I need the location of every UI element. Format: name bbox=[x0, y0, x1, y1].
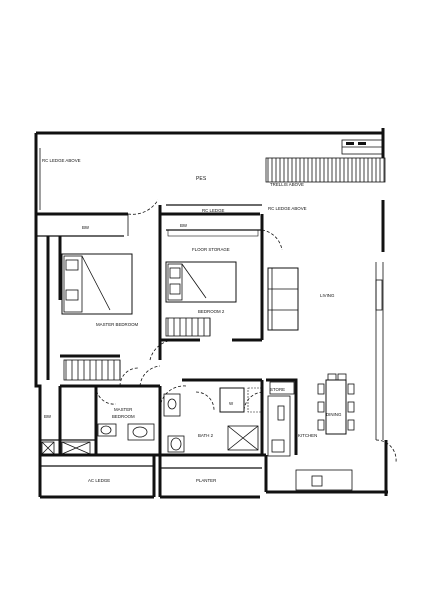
bath-2-fixtures bbox=[163, 393, 259, 453]
master-bed bbox=[61, 253, 133, 315]
tv-console bbox=[375, 279, 383, 311]
label-bw-bottom: BW bbox=[44, 414, 52, 419]
label-bedroom-2: BEDROOM 2 bbox=[198, 309, 225, 314]
label-floor-storage: FLOOR STORAGE bbox=[192, 247, 230, 252]
label-bath-2: BATH 2 bbox=[198, 433, 214, 438]
label-master-bath-line1: MASTER bbox=[114, 407, 132, 412]
label-dining: DINING bbox=[326, 412, 342, 417]
label-w: W bbox=[229, 401, 234, 406]
label-rc-ledge: RC LEDGE bbox=[202, 208, 225, 213]
label-ac-ledge: AC LEDGE bbox=[88, 478, 110, 483]
label-master-bedroom: MASTER BEDROOM bbox=[96, 322, 139, 327]
label-planter: PLANTER bbox=[196, 478, 216, 483]
label-bw-top: BW bbox=[82, 225, 90, 230]
door-swings bbox=[95, 199, 397, 463]
stair-block bbox=[341, 128, 385, 155]
main-walls bbox=[34, 200, 388, 499]
wardrobes bbox=[63, 229, 259, 381]
washer bbox=[219, 387, 263, 413]
label-master-bath-line2: BEDROOM bbox=[112, 414, 135, 419]
master-bath-fixtures bbox=[41, 423, 155, 455]
room-labels: RC LEDGE ABOVE PES TRELLIS ABOVE RC LEDG… bbox=[42, 158, 342, 483]
label-store: STORE bbox=[270, 387, 285, 392]
kitchen-counters bbox=[267, 381, 353, 491]
label-kitchen: KITCHEN bbox=[298, 433, 317, 438]
label-pes: PES bbox=[196, 176, 207, 182]
dining-table bbox=[317, 373, 355, 435]
label-trellis-above: TRELLIS ABOVE bbox=[270, 182, 304, 187]
trellis-hatch bbox=[265, 157, 386, 183]
label-rc-ledge-above-right: RC LEDGE ABOVE bbox=[268, 206, 307, 211]
label-living: LIVING bbox=[320, 293, 335, 298]
label-rc-ledge-above-left: RC LEDGE ABOVE bbox=[42, 158, 81, 163]
label-bw-mid: BW bbox=[180, 223, 188, 228]
bedroom-2-bed bbox=[165, 261, 237, 303]
sofa bbox=[267, 267, 299, 331]
